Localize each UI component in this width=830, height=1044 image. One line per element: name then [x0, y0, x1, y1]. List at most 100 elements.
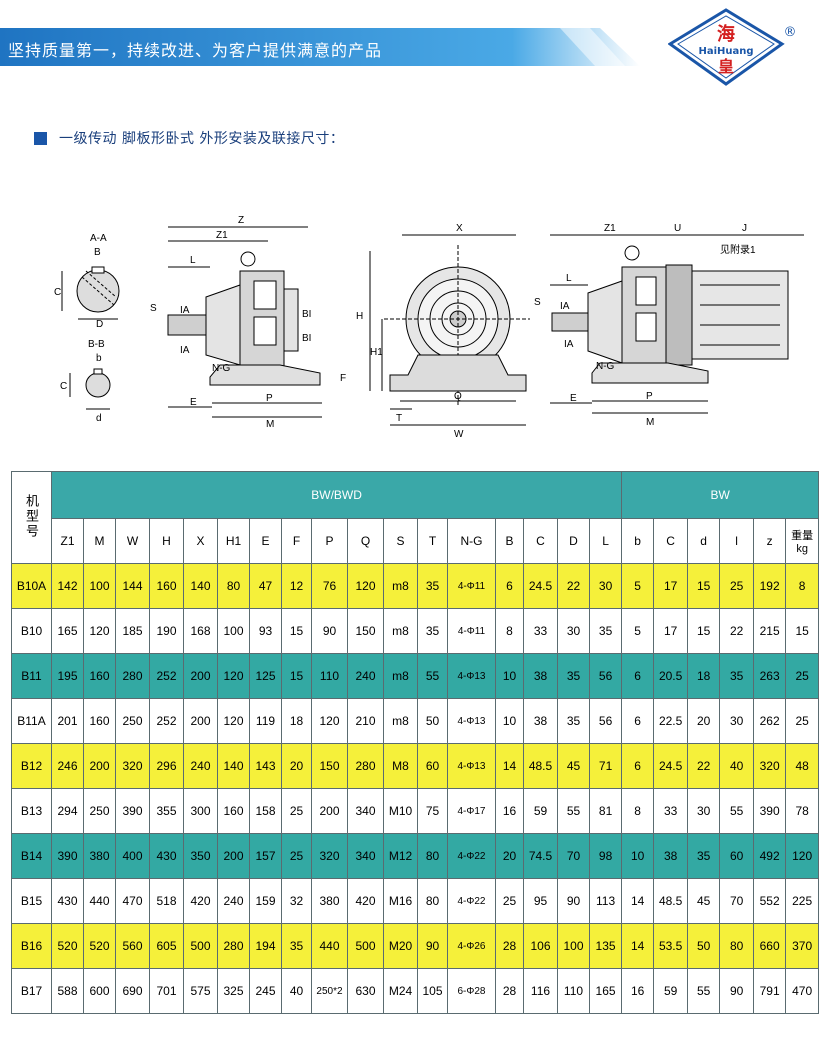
table-cell: 135	[588, 923, 623, 969]
table-cell: 215	[753, 608, 787, 654]
table-cell: 10	[621, 833, 655, 879]
table-cell: 20	[687, 698, 721, 744]
group-header-bw: BW	[621, 471, 820, 519]
table-cell: 143	[249, 743, 282, 789]
view3-label-w: W	[454, 429, 464, 440]
table-cell: M20	[383, 923, 418, 969]
table-cell: 252	[149, 698, 184, 744]
view1-label-c2: C	[60, 381, 67, 392]
table-cell: 38	[653, 833, 689, 879]
table-cell: 240	[347, 653, 384, 699]
side-view: Z Z1 L S IA IA BI BI N-G E P M F	[150, 215, 346, 430]
table-cell: 45	[557, 743, 590, 789]
table-cell: 520	[83, 923, 116, 969]
table-cell: 110	[311, 653, 348, 699]
view2-label-p: P	[266, 393, 273, 404]
table-cell: 20.5	[653, 653, 689, 699]
view2-label-ng: N-G	[212, 363, 231, 374]
table-cell: 55	[687, 968, 721, 1014]
table-cell: 380	[83, 833, 116, 879]
table-cell: 600	[83, 968, 116, 1014]
table-cell: 520	[51, 923, 84, 969]
table-cell: 8	[621, 788, 655, 834]
table-cell: 390	[51, 833, 84, 879]
column-header: Q	[347, 518, 384, 564]
table-cell: 25	[281, 788, 312, 834]
model-cell: B16	[11, 923, 52, 969]
column-header: l	[719, 518, 755, 564]
header-slogan: 坚持质量第一，持续改进、为客户提供满意的产品	[8, 41, 383, 60]
table-cell: 240	[183, 743, 218, 789]
table-cell: 8	[495, 608, 524, 654]
column-header: E	[249, 518, 282, 564]
table-cell: 4-Φ11	[447, 608, 496, 654]
table-cell: 200	[217, 833, 250, 879]
table-cell: 701	[149, 968, 184, 1014]
table-cell: 150	[311, 743, 348, 789]
table-cell: 22.5	[653, 698, 689, 744]
table-cell: m8	[383, 653, 418, 699]
table-cell: 10	[495, 653, 524, 699]
table-cell: 35	[719, 653, 755, 699]
table-cell: 12	[281, 563, 312, 609]
table-cell: 588	[51, 968, 84, 1014]
table-cell: 6	[621, 698, 655, 744]
motor-side-view: Z1 U J 见附录1 L S IA IA N-G E P M	[534, 223, 804, 428]
table-cell: 40	[719, 743, 755, 789]
table-cell: 90	[557, 878, 590, 924]
table-cell: 380	[311, 878, 348, 924]
table-cell: 17	[653, 608, 689, 654]
table-cell: 70	[557, 833, 590, 879]
table-cell: 390	[753, 788, 787, 834]
table-cell: 14	[495, 743, 524, 789]
table-cell: 325	[217, 968, 250, 1014]
view2-label-z1: Z1	[216, 230, 228, 241]
view1-label-d: D	[96, 319, 103, 330]
model-cell: B15	[11, 878, 52, 924]
table-cell: 6	[621, 653, 655, 699]
table-cell: 250	[83, 788, 116, 834]
column-header: X	[183, 518, 218, 564]
table-cell: 100	[83, 563, 116, 609]
view4-label-l: L	[566, 273, 572, 284]
table-cell: 35	[417, 563, 448, 609]
column-header: z	[753, 518, 787, 564]
table-cell: 110	[557, 968, 590, 1014]
table-cell: 4-Φ17	[447, 788, 496, 834]
view1-label-d-small: d	[96, 413, 102, 424]
table-cell: 33	[523, 608, 558, 654]
table-cell: 159	[249, 878, 282, 924]
table-cell: 74.5	[523, 833, 558, 879]
table-cell: 630	[347, 968, 384, 1014]
table-cell: 80	[417, 878, 448, 924]
table-cell: 246	[51, 743, 84, 789]
view4-label-ia-bottom: IA	[564, 339, 574, 350]
svg-text:HaiHuang: HaiHuang	[698, 46, 753, 57]
table-cell: 492	[753, 833, 787, 879]
table-cell: 140	[183, 563, 218, 609]
view2-label-z: Z	[238, 215, 244, 226]
svg-text:海: 海	[717, 23, 735, 45]
table-cell: 120	[311, 698, 348, 744]
column-header: 重量kg	[785, 518, 820, 564]
table-cell: 575	[183, 968, 218, 1014]
table-cell: 420	[183, 878, 218, 924]
table-cell: 48	[785, 743, 820, 789]
table-cell: 200	[183, 653, 218, 699]
table-cell: 15	[281, 608, 312, 654]
column-header: Z1	[51, 518, 84, 564]
model-cell: B11A	[11, 698, 52, 744]
table-cell: 5	[621, 608, 655, 654]
column-header: d	[687, 518, 721, 564]
table-cell: 280	[347, 743, 384, 789]
view1-label-bb: B-B	[88, 339, 105, 350]
table-cell: 140	[217, 743, 250, 789]
column-header: S	[383, 518, 418, 564]
view4-label-appendix: 见附录1	[720, 243, 756, 256]
table-cell: 25	[719, 563, 755, 609]
table-cell: 16	[495, 788, 524, 834]
machine-type-header: 机型号	[11, 471, 52, 564]
